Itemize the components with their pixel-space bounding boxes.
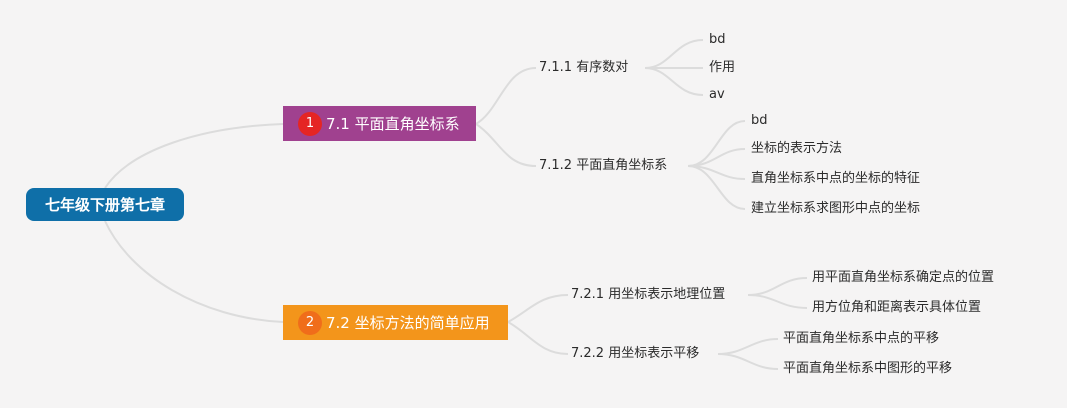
leaf-node[interactable]: 用方位角和距离表示具体位置: [812, 298, 981, 318]
leaf-label: 用平面直角坐标系确定点的位置: [812, 270, 995, 285]
branch-node-7-2[interactable]: 2 7.2 坐标方法的简单应用: [283, 305, 508, 340]
subtopic-7-2-1[interactable]: 7.2.1 用坐标表示地理位置: [571, 285, 725, 305]
leaf-label: 坐标的表示方法: [751, 141, 843, 156]
leaf-label: av: [709, 87, 725, 102]
branch-label: 7.1 平面直角坐标系: [326, 115, 460, 133]
subtopic-7-1-1[interactable]: 7.1.1 有序数对: [539, 58, 628, 78]
leaf-node[interactable]: 坐标的表示方法: [751, 139, 842, 159]
subtopic-7-1-2[interactable]: 7.1.2 平面直角坐标系: [539, 156, 667, 176]
leaf-label: 平面直角坐标系中点的平移: [783, 331, 940, 346]
connector-root-b1: [104, 123, 284, 189]
branch-node-7-1[interactable]: 1 7.1 平面直角坐标系: [283, 106, 476, 141]
leaf-label: 建立坐标系求图形中点的坐标: [751, 201, 921, 216]
leaf-label: 用方位角和距离表示具体位置: [812, 300, 982, 315]
leaf-node[interactable]: 直角坐标系中点的坐标的特征: [751, 169, 920, 189]
leaf-node[interactable]: bd: [709, 30, 726, 50]
subtopic-label: 7.1.2 平面直角坐标系: [539, 158, 668, 173]
number-badge: 2: [298, 310, 322, 335]
subtopic-7-2-2[interactable]: 7.2.2 用坐标表示平移: [571, 344, 699, 364]
leaf-node[interactable]: 平面直角坐标系中点的平移: [783, 329, 939, 349]
leaf-label: 作用: [709, 60, 736, 75]
leaf-node[interactable]: 建立坐标系求图形中点的坐标: [751, 199, 920, 219]
connector-root-b2: [104, 220, 284, 323]
leaf-node[interactable]: bd: [751, 111, 768, 131]
leaf-label: 平面直角坐标系中图形的平移: [783, 361, 953, 376]
leaf-node[interactable]: 作用: [709, 58, 735, 78]
connector-b2-s1: [507, 294, 569, 323]
leaf-node[interactable]: 用平面直角坐标系确定点的位置: [812, 268, 994, 288]
leaf-label: 直角坐标系中点的坐标的特征: [751, 171, 921, 186]
root-label: 七年级下册第七章: [44, 196, 165, 214]
connector-b1-s1: [475, 67, 537, 125]
subtopic-label: 7.2.1 用坐标表示地理位置: [571, 287, 726, 302]
connector-b1-s2: [475, 123, 537, 167]
connector-b2-s2: [507, 321, 569, 355]
branch-label: 7.2 坐标方法的简单应用: [326, 314, 490, 332]
number-badge: 1: [298, 111, 322, 136]
leaf-label: bd: [751, 113, 768, 128]
leaf-node[interactable]: av: [709, 85, 725, 105]
leaf-label: bd: [709, 32, 726, 47]
root-node[interactable]: 七年级下册第七章: [26, 188, 184, 221]
leaf-node[interactable]: 平面直角坐标系中图形的平移: [783, 359, 952, 379]
subtopic-label: 7.1.1 有序数对: [539, 60, 629, 75]
subtopic-label: 7.2.2 用坐标表示平移: [571, 346, 700, 361]
